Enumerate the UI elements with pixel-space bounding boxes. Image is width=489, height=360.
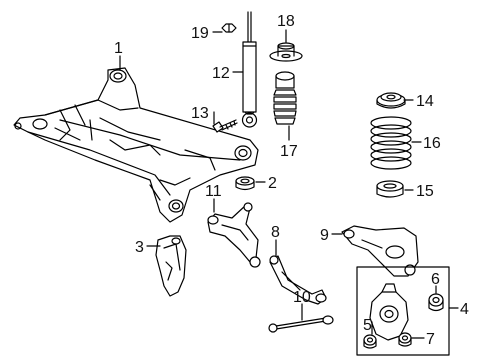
callout-18: 18 <box>277 13 295 30</box>
knuckle <box>369 283 409 341</box>
shock-absorber <box>241 11 258 128</box>
lower-control-arm <box>341 225 419 277</box>
bushing-7 <box>398 332 412 347</box>
upper-control-arm <box>207 202 261 268</box>
coil-spring <box>370 116 412 170</box>
lower-spring-seat <box>376 180 404 198</box>
callout-10: 10 <box>293 289 311 306</box>
bump-stop-boot <box>273 71 297 125</box>
bushing-6 <box>428 293 444 312</box>
callout-6: 6 <box>431 271 440 288</box>
upper-spring-seat <box>376 92 406 109</box>
callout-15: 15 <box>416 183 434 200</box>
callout-12: 12 <box>212 65 230 82</box>
upper-mount <box>269 42 303 62</box>
bracket <box>155 235 187 297</box>
subframe-crossmember <box>13 67 259 223</box>
callout-11: 11 <box>205 183 222 200</box>
callout-19: 19 <box>191 25 209 42</box>
callout-14: 14 <box>416 93 434 110</box>
callout-7: 7 <box>426 331 435 348</box>
bolt <box>212 119 238 133</box>
callout-4: 4 <box>460 301 469 318</box>
toe-link-rod <box>268 315 334 333</box>
callout-3: 3 <box>135 239 144 256</box>
nut <box>221 23 237 33</box>
callout-17: 17 <box>280 143 298 160</box>
callout-16: 16 <box>423 135 441 152</box>
callout-2: 2 <box>268 175 277 192</box>
leader-lines <box>119 29 459 339</box>
callout-5: 5 <box>363 317 372 334</box>
callout-8: 8 <box>271 224 280 241</box>
knuckle-group-box <box>356 266 450 356</box>
callout-1: 1 <box>114 40 123 57</box>
callout-9: 9 <box>320 227 329 244</box>
callout-13: 13 <box>191 105 209 122</box>
lateral-link <box>269 255 327 305</box>
bushing-5 <box>363 334 377 349</box>
callout-labels: 1 2 3 4 5 6 7 8 9 10 11 12 13 14 15 16 1… <box>114 13 469 348</box>
bushing <box>235 176 255 191</box>
